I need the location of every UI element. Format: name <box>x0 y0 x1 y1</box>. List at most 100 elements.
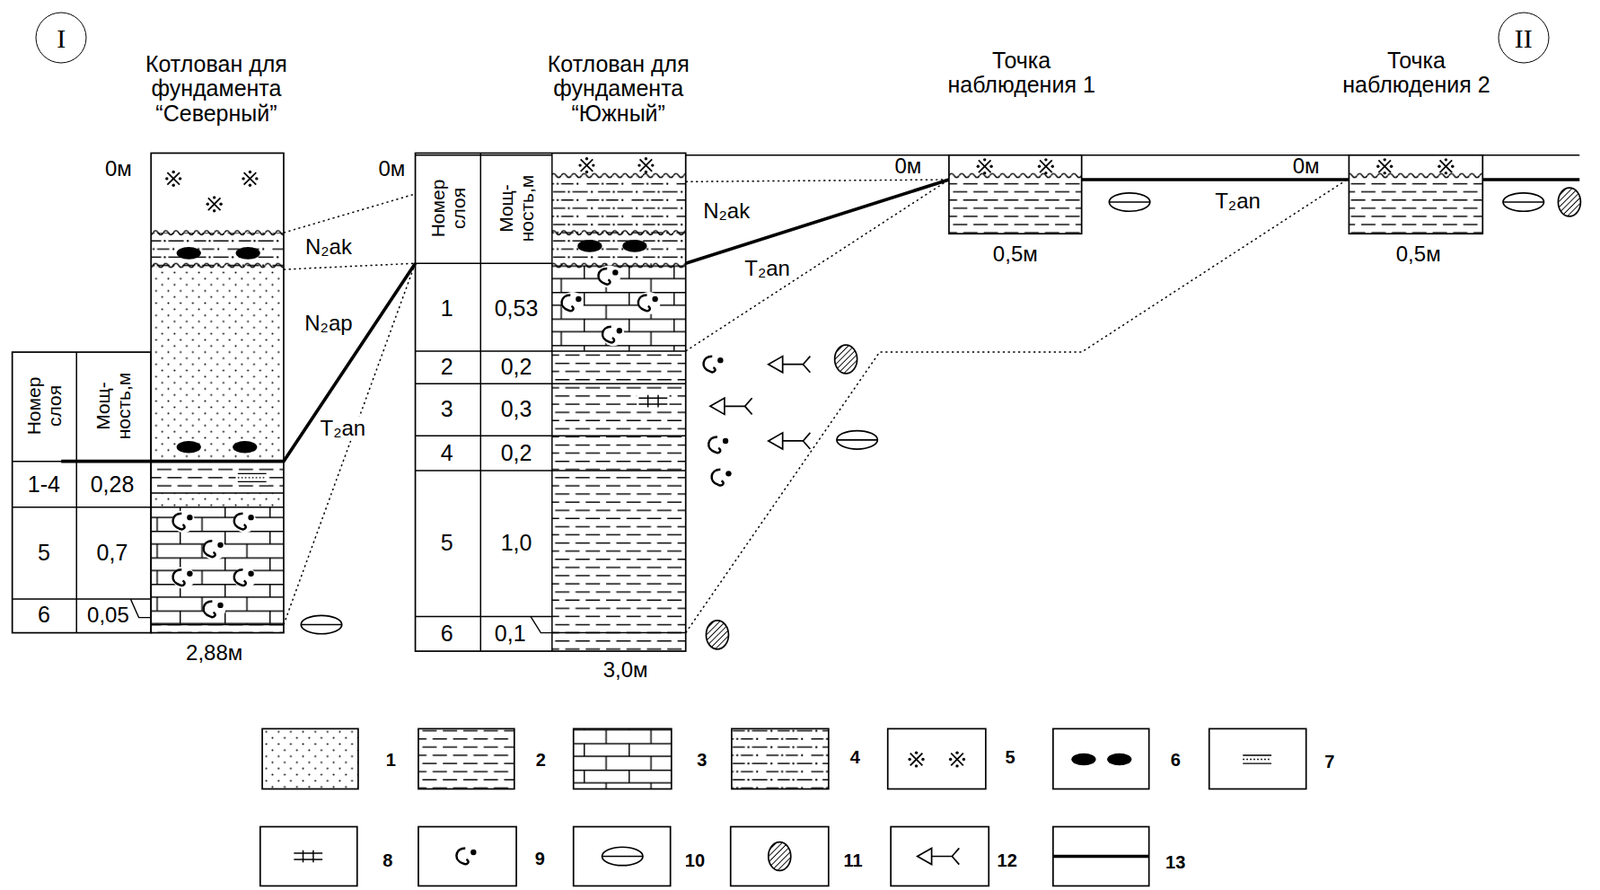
geo-drawing-part <box>1053 826 1150 887</box>
geo-drawing-part <box>711 465 734 489</box>
section-label: 6 <box>440 621 454 647</box>
section-label: 0,7 <box>96 540 129 566</box>
section-label: 0м <box>895 154 923 178</box>
geo-drawing-part <box>236 470 269 485</box>
geo-drawing-part <box>577 239 602 253</box>
section-label: 0м <box>105 156 132 180</box>
column-header: Номер слоя <box>427 163 469 254</box>
geo-drawing-part <box>730 826 829 887</box>
section-label: 0,28 <box>90 472 135 498</box>
geo-drawing-part <box>636 393 669 410</box>
geo-drawing-part <box>150 492 284 625</box>
geo-drawing-part <box>233 566 256 590</box>
geo-drawing-part <box>150 228 284 238</box>
geo-drawing-part <box>1503 193 1544 211</box>
geo-drawing-part <box>150 152 284 233</box>
geo-drawing-part <box>1037 158 1055 175</box>
geo-drawing-part <box>530 615 553 633</box>
geo-drawing-part <box>552 261 686 270</box>
geo-drawing-part <box>176 246 202 260</box>
geo-drawing-part <box>1209 728 1307 789</box>
geo-drawing-part <box>705 620 729 650</box>
section-label: 0,2 <box>501 354 533 380</box>
section-label: T₂an <box>318 416 369 440</box>
geo-drawing-part <box>150 461 284 493</box>
section-label: 1 <box>440 297 454 323</box>
geo-drawing-part <box>887 728 986 789</box>
geo-drawing-part <box>949 750 966 767</box>
geo-drawing-part <box>917 847 960 864</box>
geo-drawing-part <box>768 432 811 449</box>
legend-number: 12 <box>997 850 1018 871</box>
section-label: 0,05 <box>87 603 130 627</box>
column-title: Котлован для фундамента “Северный” <box>126 52 307 127</box>
geo-drawing-part <box>949 171 1082 180</box>
geo-drawing-part <box>1081 177 1581 182</box>
geo-drawing-part <box>1348 171 1483 180</box>
geo-drawing-part <box>456 844 479 868</box>
geo-drawing-part <box>561 291 584 315</box>
section-label: 0,53 <box>494 297 539 323</box>
section-label: 3,0м <box>603 657 649 681</box>
geo-drawing-part <box>552 351 686 651</box>
geo-drawing-part <box>61 263 415 461</box>
geo-drawing-part <box>206 195 223 212</box>
geo-drawing-part <box>835 344 858 374</box>
section-mark: II <box>1514 24 1533 52</box>
geo-drawing-part <box>233 509 256 533</box>
column-header: Мощ- ность,м <box>495 163 537 254</box>
column-header: Номер слоя <box>23 360 65 451</box>
geo-drawing-part <box>768 842 792 871</box>
geo-drawing-part <box>12 351 152 633</box>
section-label: 0,2 <box>501 440 533 466</box>
legend-number: 10 <box>685 850 705 871</box>
geo-drawing-part <box>1437 158 1454 175</box>
geo-drawing-part <box>949 155 1082 235</box>
section-label: N₂ak <box>701 199 752 223</box>
geo-drawing-part <box>552 228 686 238</box>
section-label: 0м <box>1292 154 1320 178</box>
geo-drawing-part <box>165 170 182 187</box>
section-label: T₂an <box>1213 189 1263 213</box>
section-label: 0,1 <box>494 621 527 647</box>
geo-drawing-part <box>637 291 660 315</box>
geo-drawing-part <box>176 440 202 454</box>
legend-number: 9 <box>535 848 546 869</box>
geo-drawing-part <box>1240 752 1274 767</box>
geo-drawing-part <box>1376 158 1393 175</box>
geo-drawing-part <box>130 598 151 617</box>
legend-symbols <box>291 750 1274 871</box>
observation-points <box>949 155 1581 235</box>
section-label: 0,3 <box>501 396 533 422</box>
geo-drawing-part <box>415 152 686 651</box>
south-column <box>415 152 879 651</box>
geo-drawing-part <box>597 264 621 288</box>
geo-drawing-part <box>836 430 878 449</box>
geo-drawing-part <box>150 152 284 633</box>
section-label: 1,0 <box>501 530 533 556</box>
correlation-lines <box>61 155 1580 633</box>
section-label: 1-4 <box>27 472 61 498</box>
geo-drawing-part <box>622 239 647 253</box>
column-title: Точка наблюдения 2 <box>1326 47 1506 97</box>
legend-number: 5 <box>1005 747 1016 767</box>
section-label: 2,88м <box>185 641 243 665</box>
legend-number: 6 <box>1170 749 1181 770</box>
geo-drawing-part <box>232 440 257 454</box>
geo-drawing-part <box>1053 854 1150 859</box>
legend-number: 2 <box>536 749 546 770</box>
legend-number: 4 <box>850 747 861 767</box>
geo-drawing-part <box>150 624 284 633</box>
geo-drawing-part <box>602 846 643 865</box>
legend-number: 13 <box>1165 852 1186 872</box>
geo-drawing-part <box>300 615 342 633</box>
geo-drawing-part <box>1071 753 1096 766</box>
geo-drawing-part <box>1348 178 1483 234</box>
legend-number: 3 <box>696 749 707 770</box>
section-label: 4 <box>440 440 454 466</box>
geo-drawing-part <box>260 826 358 887</box>
geo-drawing-part <box>202 597 226 621</box>
geo-drawing-part <box>291 847 325 864</box>
section-mark-circle: II <box>1497 12 1549 64</box>
